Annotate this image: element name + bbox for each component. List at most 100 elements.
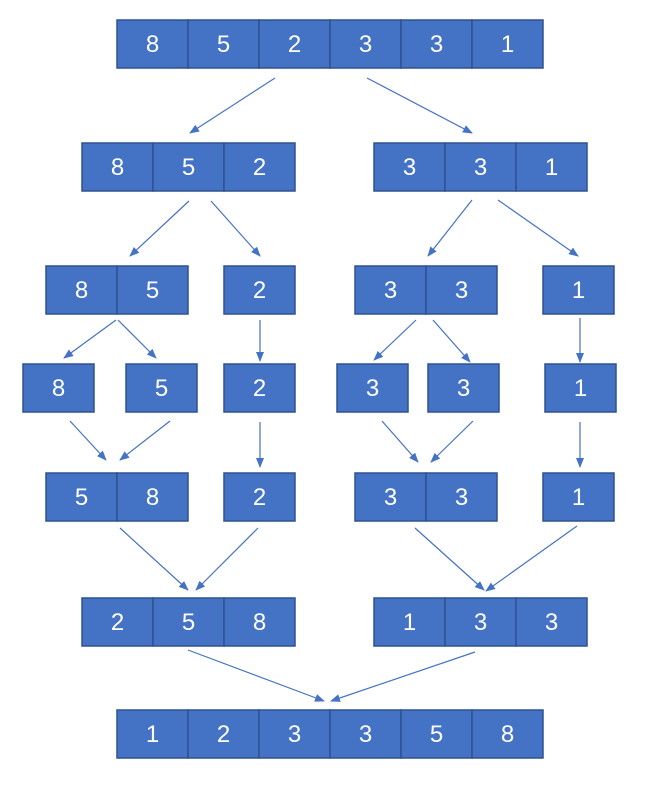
array-cell xyxy=(258,19,331,69)
array-cell xyxy=(427,363,500,413)
array-cell-value: 5 xyxy=(182,609,195,636)
array-split-r: 3 3 1 xyxy=(373,142,588,192)
array-cell xyxy=(125,363,198,413)
array-cell xyxy=(116,709,189,759)
array-cell xyxy=(336,363,409,413)
array-cell xyxy=(542,472,615,522)
array-cell xyxy=(22,363,95,413)
array-cell xyxy=(116,472,189,522)
array-cell-value: 2 xyxy=(253,375,266,402)
array-cell-value: 3 xyxy=(457,375,470,402)
array-cell xyxy=(373,142,446,192)
array-merge-r: 1 3 3 xyxy=(373,597,588,647)
array-cell-value: 8 xyxy=(253,609,266,636)
array-cell xyxy=(425,265,498,315)
array-cell-value: 3 xyxy=(474,609,487,636)
array-cell-value: 5 xyxy=(217,31,230,58)
arrow-split-l-to-s-lr xyxy=(210,200,261,257)
array-cell-value: 3 xyxy=(359,721,372,748)
array-cell xyxy=(152,597,225,647)
array-cell-value: 2 xyxy=(253,154,266,181)
array-cell xyxy=(471,709,544,759)
array-cell xyxy=(542,265,615,315)
array-cell xyxy=(152,142,225,192)
array-cell-value: 8 xyxy=(52,375,65,402)
arrow-split-r-to-s-rl xyxy=(427,199,473,257)
array-s-lr: 2 xyxy=(223,265,296,315)
arrow-leaf-5-to-m-rl xyxy=(430,420,474,463)
array-cell xyxy=(329,19,402,69)
array-cell-value: 3 xyxy=(430,31,443,58)
array-cell xyxy=(223,472,296,522)
arrow-s-rl-to-leaf-4 xyxy=(373,319,417,361)
arrow-input-to-split-r xyxy=(366,77,473,134)
array-cell xyxy=(329,709,402,759)
arrow-split-l-to-s-ll xyxy=(129,200,190,257)
array-cell-value: 3 xyxy=(403,154,416,181)
array-s-rr: 1 xyxy=(542,265,615,315)
arrow-merge-l-to-output xyxy=(187,649,325,702)
array-cell-value: 5 xyxy=(430,721,443,748)
array-cell xyxy=(116,265,189,315)
array-cell xyxy=(223,597,296,647)
array-cell-value: 3 xyxy=(474,154,487,181)
array-cell xyxy=(354,472,427,522)
array-cell-value: 3 xyxy=(288,721,301,748)
arrow-m-rl-to-merge-r xyxy=(414,527,485,591)
array-leaf-4: 3 xyxy=(336,363,409,413)
arrow-s-ll-to-leaf-1 xyxy=(63,319,117,359)
array-m-rr: 1 xyxy=(542,472,615,522)
arrow-s-rl-to-leaf-5 xyxy=(432,319,471,363)
array-cell-value: 8 xyxy=(146,31,159,58)
array-cell xyxy=(544,363,617,413)
arrow-leaf-4-to-m-rl xyxy=(381,420,419,463)
array-cell-value: 8 xyxy=(75,277,88,304)
array-cell xyxy=(223,363,296,413)
array-cell xyxy=(223,265,296,315)
array-leaf-1: 8 xyxy=(22,363,95,413)
array-cell-value: 8 xyxy=(146,484,159,511)
array-cell xyxy=(187,709,260,759)
array-cell-value: 1 xyxy=(572,484,585,511)
array-cell-value: 1 xyxy=(146,721,159,748)
array-leaf-6: 1 xyxy=(544,363,617,413)
array-cell xyxy=(45,265,118,315)
array-cell xyxy=(258,709,331,759)
arrow-m-ll-to-merge-l xyxy=(119,527,189,591)
array-cell xyxy=(116,19,189,69)
array-cell xyxy=(400,709,473,759)
array-cell xyxy=(354,265,427,315)
array-cell-value: 3 xyxy=(545,609,558,636)
array-cell-value: 5 xyxy=(146,277,159,304)
arrow-s-ll-to-leaf-2 xyxy=(117,319,157,359)
array-cell xyxy=(515,597,588,647)
array-cell-value: 3 xyxy=(366,375,379,402)
array-leaf-3: 2 xyxy=(223,363,296,413)
array-cell-value: 1 xyxy=(574,375,587,402)
array-cell xyxy=(425,472,498,522)
array-cell xyxy=(373,597,446,647)
array-cell-value: 1 xyxy=(545,154,558,181)
array-cell xyxy=(444,142,517,192)
array-cell-value: 3 xyxy=(384,277,397,304)
array-cell-value: 2 xyxy=(217,721,230,748)
array-cell xyxy=(515,142,588,192)
array-cell-value: 1 xyxy=(403,609,416,636)
array-cell-value: 8 xyxy=(111,154,124,181)
array-cell-value: 2 xyxy=(253,484,266,511)
array-cell-value: 3 xyxy=(455,277,468,304)
arrow-split-r-to-s-rr xyxy=(497,199,579,257)
array-cell xyxy=(187,19,260,69)
array-cell-value: 3 xyxy=(359,31,372,58)
arrow-input-to-split-l xyxy=(189,77,276,134)
array-m-lr: 2 xyxy=(223,472,296,522)
array-cell-value: 3 xyxy=(384,484,397,511)
